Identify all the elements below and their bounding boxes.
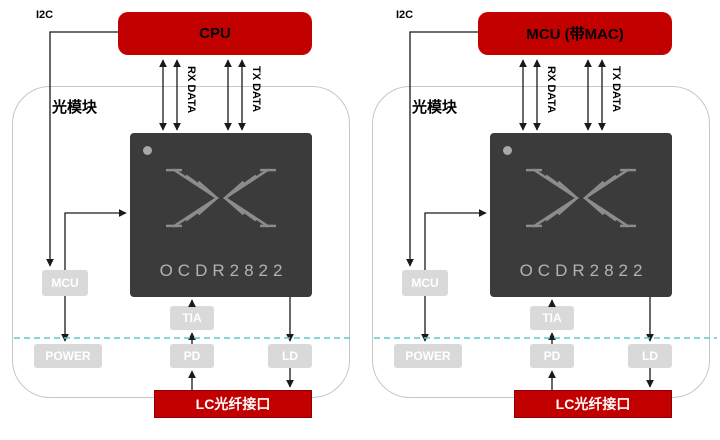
pin1-dot-icon: [503, 146, 512, 155]
ocdr2822-chip: OCDR2822: [490, 133, 672, 297]
tx-data-label: TX DATA: [250, 66, 262, 113]
mcu-box: MCU: [402, 270, 448, 296]
power-box: POWER: [394, 344, 462, 368]
ld-box: LD: [628, 344, 672, 368]
ld-box: LD: [268, 344, 312, 368]
pd-box: PD: [530, 344, 574, 368]
tia-box: TIA: [170, 306, 214, 330]
panel-mcu-host: 光模块 MCU (带MAC) I2C OCDR2822 RX DATA TX: [360, 0, 720, 440]
mcu-box: MCU: [42, 270, 88, 296]
tia-box: TIA: [530, 306, 574, 330]
optical-module-label: 光模块: [412, 99, 458, 116]
lc-fiber-connector-box: LC光纤接口: [154, 390, 312, 418]
chip-part-number: OCDR2822: [159, 261, 288, 280]
pin1-dot-icon: [143, 146, 152, 155]
chip-part-number: OCDR2822: [519, 261, 648, 280]
rx-data-label: RX DATA: [185, 66, 197, 114]
ocdr2822-chip: OCDR2822: [130, 133, 312, 297]
lc-fiber-connector-box: LC光纤接口: [514, 390, 672, 418]
host-cpu-box: CPU: [118, 12, 312, 55]
chip-logo-icon: [166, 168, 276, 228]
host-mcu-box: MCU (带MAC): [478, 12, 672, 55]
panel-cpu-host: 光模块 CPU I2C OCDR2822 RX DATA TX DATA: [12, 9, 350, 418]
i2c-bus-label: I2C: [396, 9, 414, 21]
optical-module-label: 光模块: [52, 99, 98, 116]
rx-data-label: RX DATA: [545, 66, 557, 114]
power-box: POWER: [34, 344, 102, 368]
tx-data-label: TX DATA: [610, 66, 622, 113]
i2c-bus-label: I2C: [36, 9, 54, 21]
chip-logo-icon: [526, 168, 636, 228]
pd-box: PD: [170, 344, 214, 368]
